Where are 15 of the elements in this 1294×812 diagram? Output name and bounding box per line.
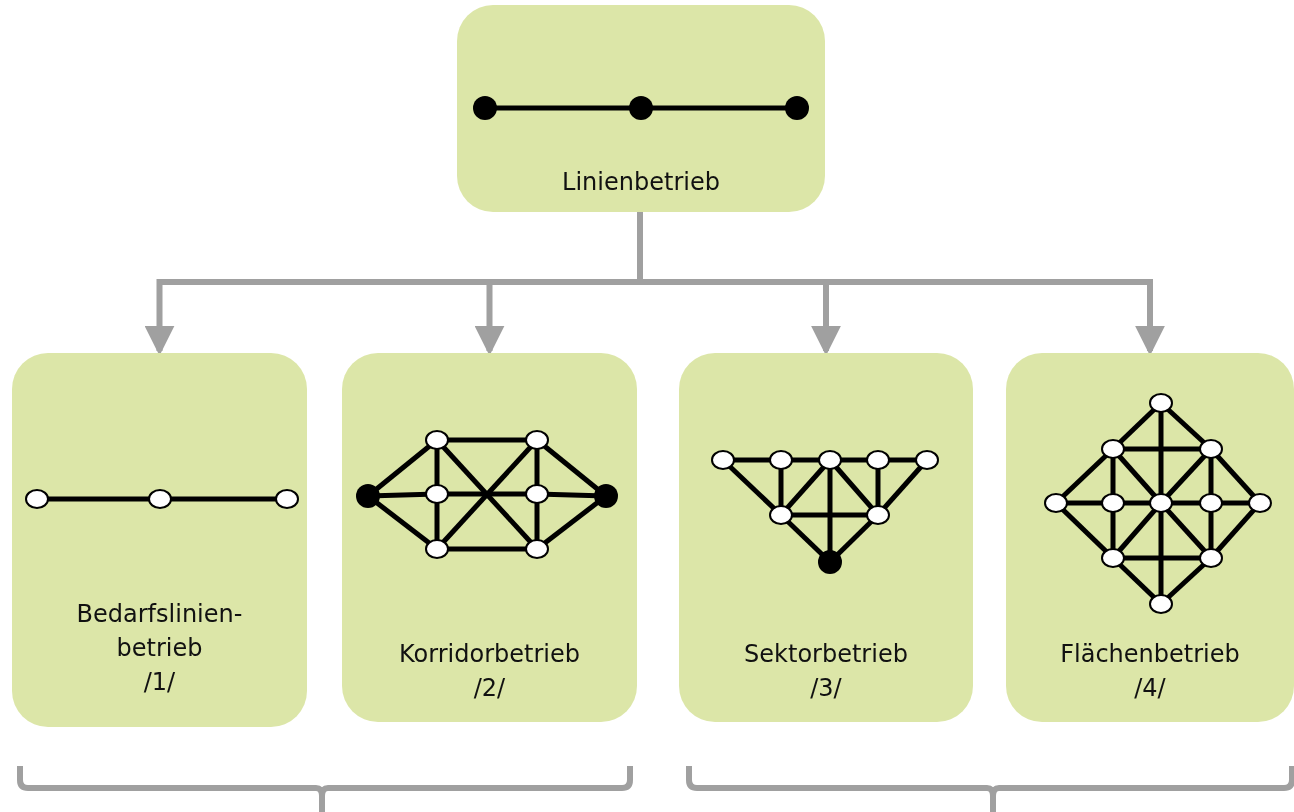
reference-number: /1/ [143, 667, 176, 698]
category-box [679, 353, 973, 722]
node-label: Sektorbetrieb [744, 639, 908, 670]
reference-number: /3/ [810, 673, 842, 704]
category-box [1006, 353, 1294, 722]
category-box [342, 353, 637, 722]
reference-number: /4/ [1134, 673, 1166, 704]
node-label: Bedarfslinien-betrieb [75, 599, 244, 664]
node-label: Korridorbetrieb [399, 639, 580, 670]
category-box [12, 353, 307, 727]
category-box [457, 5, 825, 212]
reference-number: /2/ [473, 673, 506, 704]
node-label: Flächenbetrieb [1060, 639, 1240, 670]
node-label: Linienbetrieb [562, 167, 720, 198]
arrow [637, 212, 1165, 356]
